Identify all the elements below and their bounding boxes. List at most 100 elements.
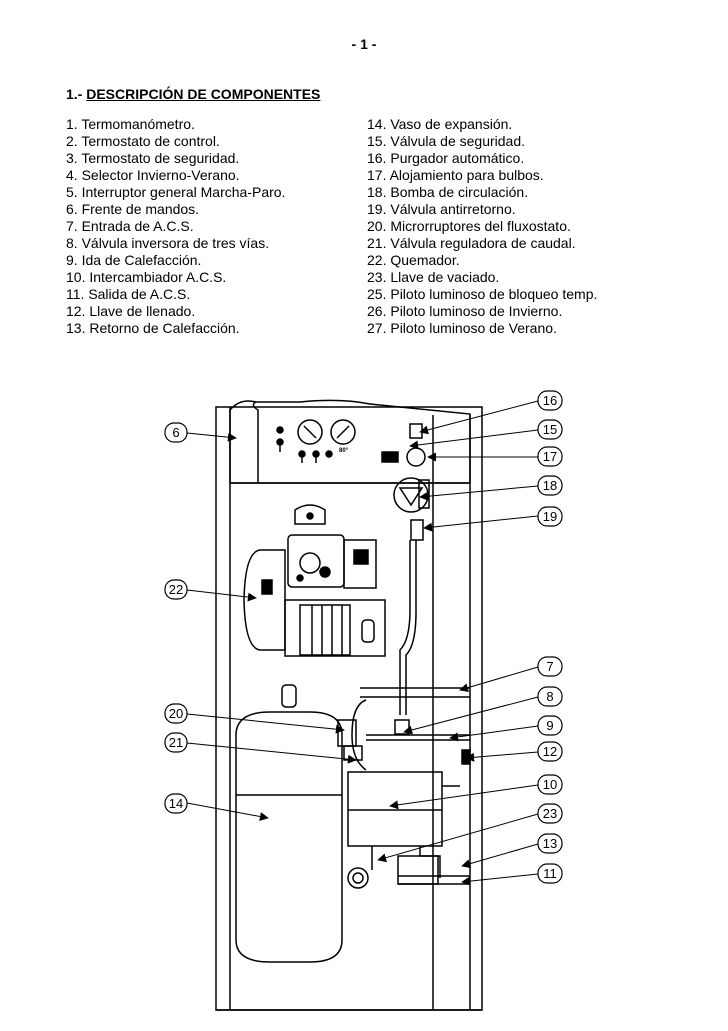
callout-18	[537, 475, 563, 496]
three-way-valve	[394, 719, 410, 735]
callout-23	[537, 803, 563, 824]
casing-outline	[215, 406, 483, 1011]
callout-label: 11	[543, 866, 557, 881]
component-item: 1. Termomanómetro.	[66, 116, 195, 132]
burner-control-box	[287, 534, 345, 588]
callout-7	[537, 656, 563, 677]
callout-20	[164, 703, 188, 724]
burner-fan	[243, 549, 286, 651]
component-item: 2. Termostato de control.	[66, 133, 220, 149]
callout-label: 20	[169, 706, 183, 721]
callout-8	[537, 686, 563, 707]
callout-15	[537, 419, 563, 440]
filling-tap	[461, 749, 471, 765]
leader-11	[461, 873, 539, 886]
panel-label: 80°	[339, 448, 349, 454]
leader-21	[186, 742, 357, 764]
callout-11	[537, 863, 563, 884]
callout-label: 23	[543, 806, 557, 821]
section-title: 1.- DESCRIPCIÓN DE COMPONENTES	[66, 86, 320, 102]
component-item: 8. Válvula inversora de tres vías.	[66, 235, 270, 251]
leader-7	[459, 666, 539, 693]
leader-16	[419, 400, 539, 435]
drain-tap	[347, 867, 369, 889]
automatic-purger	[409, 423, 423, 439]
component-item: 27. Piloto luminoso de Verano.	[367, 320, 557, 336]
component-item: 3. Termostato de seguridad.	[66, 150, 240, 166]
component-item: 17. Alojamiento para bulbos.	[367, 167, 544, 183]
boiler-casing	[215, 399, 483, 1011]
expansion-vessel	[235, 684, 343, 963]
leader-22	[186, 589, 257, 602]
leader-8	[403, 696, 539, 735]
callout-label: 15	[543, 422, 557, 437]
callout-13	[537, 833, 563, 854]
components-list-right: 14. Vaso de expansión. 15. Válvula de se…	[367, 116, 597, 337]
leader-6	[186, 432, 237, 442]
component-item: 10. Intercambiador A.C.S.	[66, 269, 227, 285]
leader-18	[419, 485, 539, 501]
callout-9	[537, 715, 563, 736]
components-list-left: 1. Termomanómetro. 2. Termostato de cont…	[66, 116, 285, 337]
component-item: 22. Quemador.	[367, 252, 460, 268]
leader-9	[449, 725, 539, 742]
callout-label: 14	[169, 796, 183, 811]
component-item: 13. Retorno de Calefacción.	[66, 320, 240, 336]
section-number: 1.-	[66, 86, 83, 102]
component-item: 19. Válvula antirretorno.	[367, 201, 516, 217]
callout-21	[164, 732, 188, 753]
burner	[243, 504, 386, 657]
component-item: 11. Salida de A.C.S.	[66, 286, 191, 302]
leader-23	[377, 813, 539, 863]
section-title-text: DESCRIPCIÓN DE COMPONENTES	[86, 86, 321, 102]
callout-label: 10	[543, 777, 557, 792]
control-front	[229, 399, 471, 484]
callout-labels: 6 22 20 21 14 16 15 17 18 19 7 8 9 12 10…	[169, 393, 557, 881]
component-item: 9. Ida de Calefacción.	[66, 252, 202, 268]
component-item: 16. Purgador automático.	[367, 150, 525, 166]
callout-22	[164, 579, 188, 600]
callout-label: 13	[543, 836, 557, 851]
callout-label: 12	[543, 744, 557, 759]
leader-12	[465, 751, 539, 762]
leader-14	[186, 802, 269, 821]
callout-16	[537, 390, 563, 411]
component-item: 4. Selector Invierno-Verano.	[66, 167, 240, 183]
callout-label: 19	[543, 509, 557, 524]
callout-label: 6	[172, 425, 179, 440]
component-item: 23. Llave de vaciado.	[367, 269, 500, 285]
component-item: 20. Microrruptores del fluxostato.	[367, 218, 571, 234]
leader-10	[389, 784, 539, 810]
callout-label: 22	[169, 582, 183, 597]
component-item: 26. Piloto luminoso de Invierno.	[367, 303, 563, 319]
component-item: 7. Entrada de A.C.S.	[66, 218, 194, 234]
component-item: 21. Válvula reguladora de caudal.	[367, 235, 576, 251]
callout-10	[537, 774, 563, 795]
page-number: - 1 -	[351, 36, 377, 52]
callout-12	[537, 741, 563, 762]
safety-valve	[406, 447, 426, 467]
control-thermostat-knob	[297, 419, 323, 445]
callout-label: 18	[543, 478, 557, 493]
leader-lines	[186, 400, 539, 886]
callout-label: 9	[546, 718, 553, 733]
component-item: 5. Interruptor general Marcha-Paro.	[66, 184, 286, 200]
callout-6	[164, 422, 188, 443]
component-item: 25. Piloto luminoso de bloqueo temp.	[367, 286, 598, 302]
non-return-valve	[410, 519, 424, 541]
callout-label: 8	[546, 689, 553, 704]
component-item: 6. Frente de mandos.	[66, 201, 200, 217]
leader-19	[423, 515, 539, 532]
leader-13	[461, 843, 539, 869]
callout-label: 21	[169, 735, 183, 750]
component-item: 15. Válvula de seguridad.	[367, 133, 525, 149]
callout-badges	[164, 390, 563, 884]
control-panel	[276, 419, 356, 463]
leader-20	[186, 713, 345, 734]
callout-label: 16	[543, 393, 557, 408]
component-item: 18. Bomba de circulación.	[367, 184, 529, 200]
callout-label: 7	[546, 659, 553, 674]
component-item: 14. Vaso de expansión.	[367, 116, 513, 132]
safety-thermostat-knob	[330, 419, 356, 445]
